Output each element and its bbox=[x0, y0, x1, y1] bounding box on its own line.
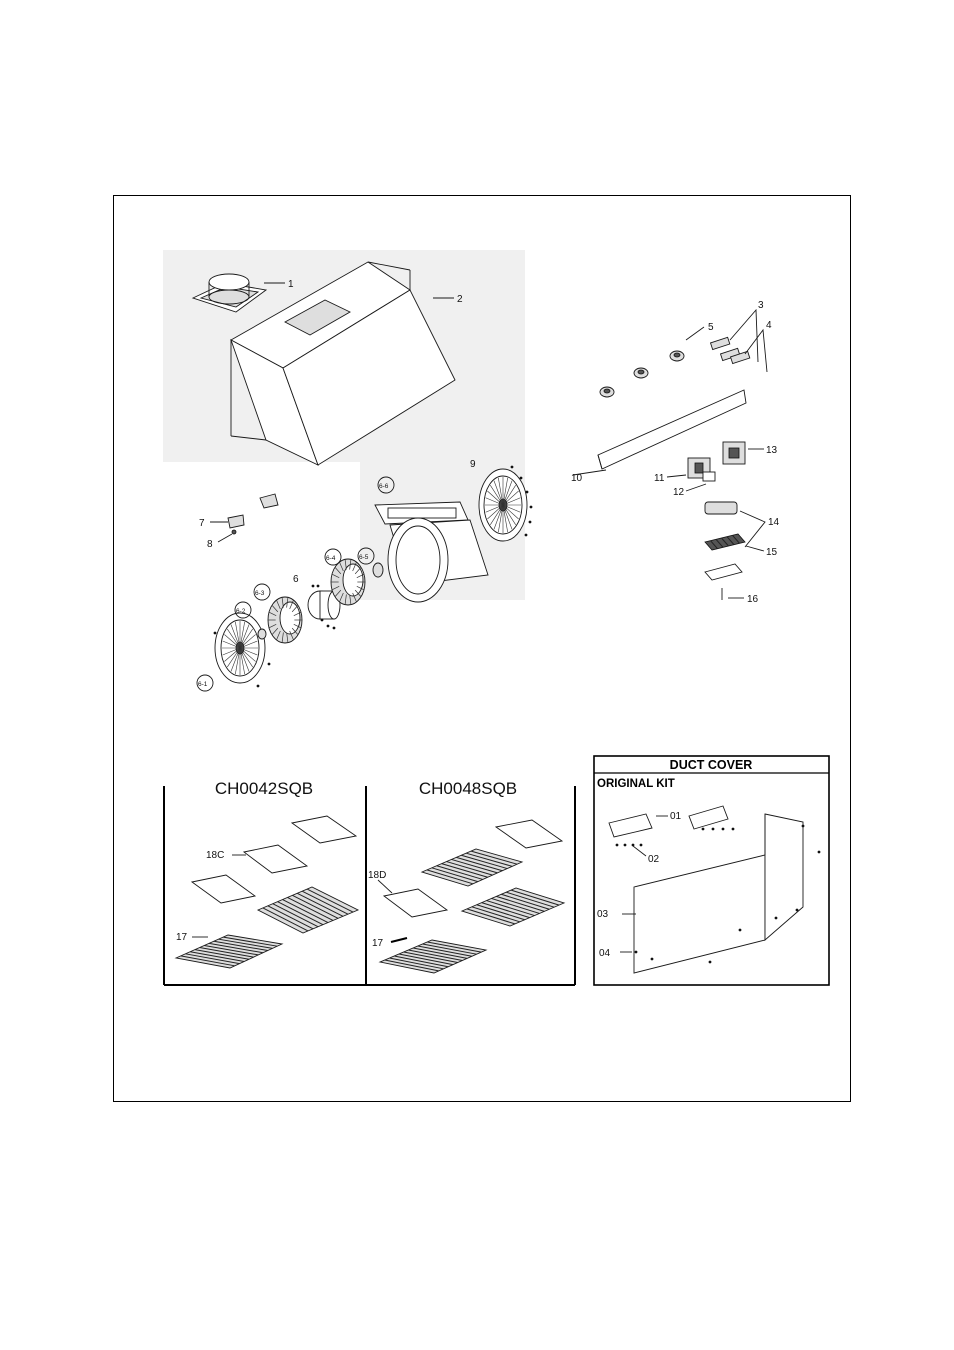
screw bbox=[268, 663, 271, 666]
callout-9: 9 bbox=[470, 459, 476, 470]
control-knobs bbox=[600, 351, 684, 397]
duct-brackets bbox=[609, 806, 728, 837]
relay-box bbox=[723, 442, 745, 464]
grease-filters-left bbox=[176, 887, 358, 968]
screw bbox=[632, 844, 635, 847]
callout-01: 01 bbox=[670, 811, 682, 822]
callout-6-6: 6-6 bbox=[379, 483, 389, 490]
screw bbox=[317, 585, 320, 588]
light-assembly bbox=[705, 502, 745, 600]
callout-11: 11 bbox=[654, 473, 665, 484]
screw bbox=[327, 625, 330, 628]
screw bbox=[214, 632, 217, 635]
hub-nut-right bbox=[373, 563, 383, 577]
screw bbox=[257, 685, 260, 688]
callout-4: 4 bbox=[766, 320, 772, 331]
screw bbox=[802, 825, 805, 828]
screw bbox=[529, 521, 532, 524]
callout-14: 14 bbox=[768, 517, 780, 528]
screw bbox=[775, 917, 778, 920]
hub-nut bbox=[258, 629, 266, 639]
callout-16: 16 bbox=[747, 594, 759, 605]
callout-13: 13 bbox=[766, 445, 778, 456]
callout-2: 2 bbox=[457, 294, 463, 305]
screw bbox=[635, 951, 638, 954]
switch-plates bbox=[711, 337, 750, 363]
callout-15: 15 bbox=[766, 547, 778, 558]
callout-6-1: 6-1 bbox=[198, 681, 208, 688]
screw bbox=[722, 828, 725, 831]
model-title-ch0042sqb: CH0042SQB bbox=[215, 779, 313, 798]
screw bbox=[640, 844, 643, 847]
model-title-ch0048sqb: CH0048SQB bbox=[419, 779, 517, 798]
callout-10: 10 bbox=[571, 473, 583, 484]
callout-18d: 18D bbox=[368, 870, 386, 881]
screw bbox=[530, 506, 533, 509]
screw bbox=[525, 534, 528, 537]
screw bbox=[709, 961, 712, 964]
screw bbox=[624, 844, 627, 847]
screw bbox=[312, 585, 315, 588]
mounting-brackets bbox=[228, 494, 278, 534]
duct-cover-shell bbox=[634, 814, 803, 973]
callout-17-right: 17 bbox=[372, 938, 384, 949]
callout-17-left: 17 bbox=[176, 932, 188, 943]
screw bbox=[511, 466, 514, 469]
screw bbox=[321, 619, 324, 622]
screw bbox=[526, 491, 529, 494]
screw bbox=[616, 844, 619, 847]
callout-5: 5 bbox=[708, 322, 714, 333]
screw bbox=[732, 828, 735, 831]
screw bbox=[520, 477, 523, 480]
screw bbox=[712, 828, 715, 831]
callout-1: 1 bbox=[288, 279, 294, 290]
screw bbox=[796, 909, 799, 912]
callout-8: 8 bbox=[207, 539, 213, 550]
callout-6: 6 bbox=[293, 574, 299, 585]
screw bbox=[651, 958, 654, 961]
callout-3: 3 bbox=[758, 300, 764, 311]
duct-cover-title: DUCT COVER bbox=[670, 758, 753, 772]
callout-6-4: 6-4 bbox=[326, 555, 336, 562]
screw bbox=[702, 828, 705, 831]
callout-7: 7 bbox=[199, 518, 205, 529]
screw bbox=[818, 851, 821, 854]
callout-6-2: 6-2 bbox=[236, 608, 246, 615]
callout-03: 03 bbox=[597, 909, 609, 920]
screw bbox=[739, 929, 742, 932]
terminal-block bbox=[703, 472, 715, 481]
callout-04: 04 bbox=[599, 948, 611, 959]
callout-12: 12 bbox=[673, 487, 685, 498]
callout-02: 02 bbox=[648, 854, 660, 865]
duct-cover-subtitle: ORIGINAL KIT bbox=[597, 778, 675, 790]
callout-6-5: 6-5 bbox=[359, 554, 369, 561]
callout-18c: 18C bbox=[206, 850, 224, 861]
screw bbox=[333, 627, 336, 630]
callout-6-3: 6-3 bbox=[255, 590, 265, 597]
